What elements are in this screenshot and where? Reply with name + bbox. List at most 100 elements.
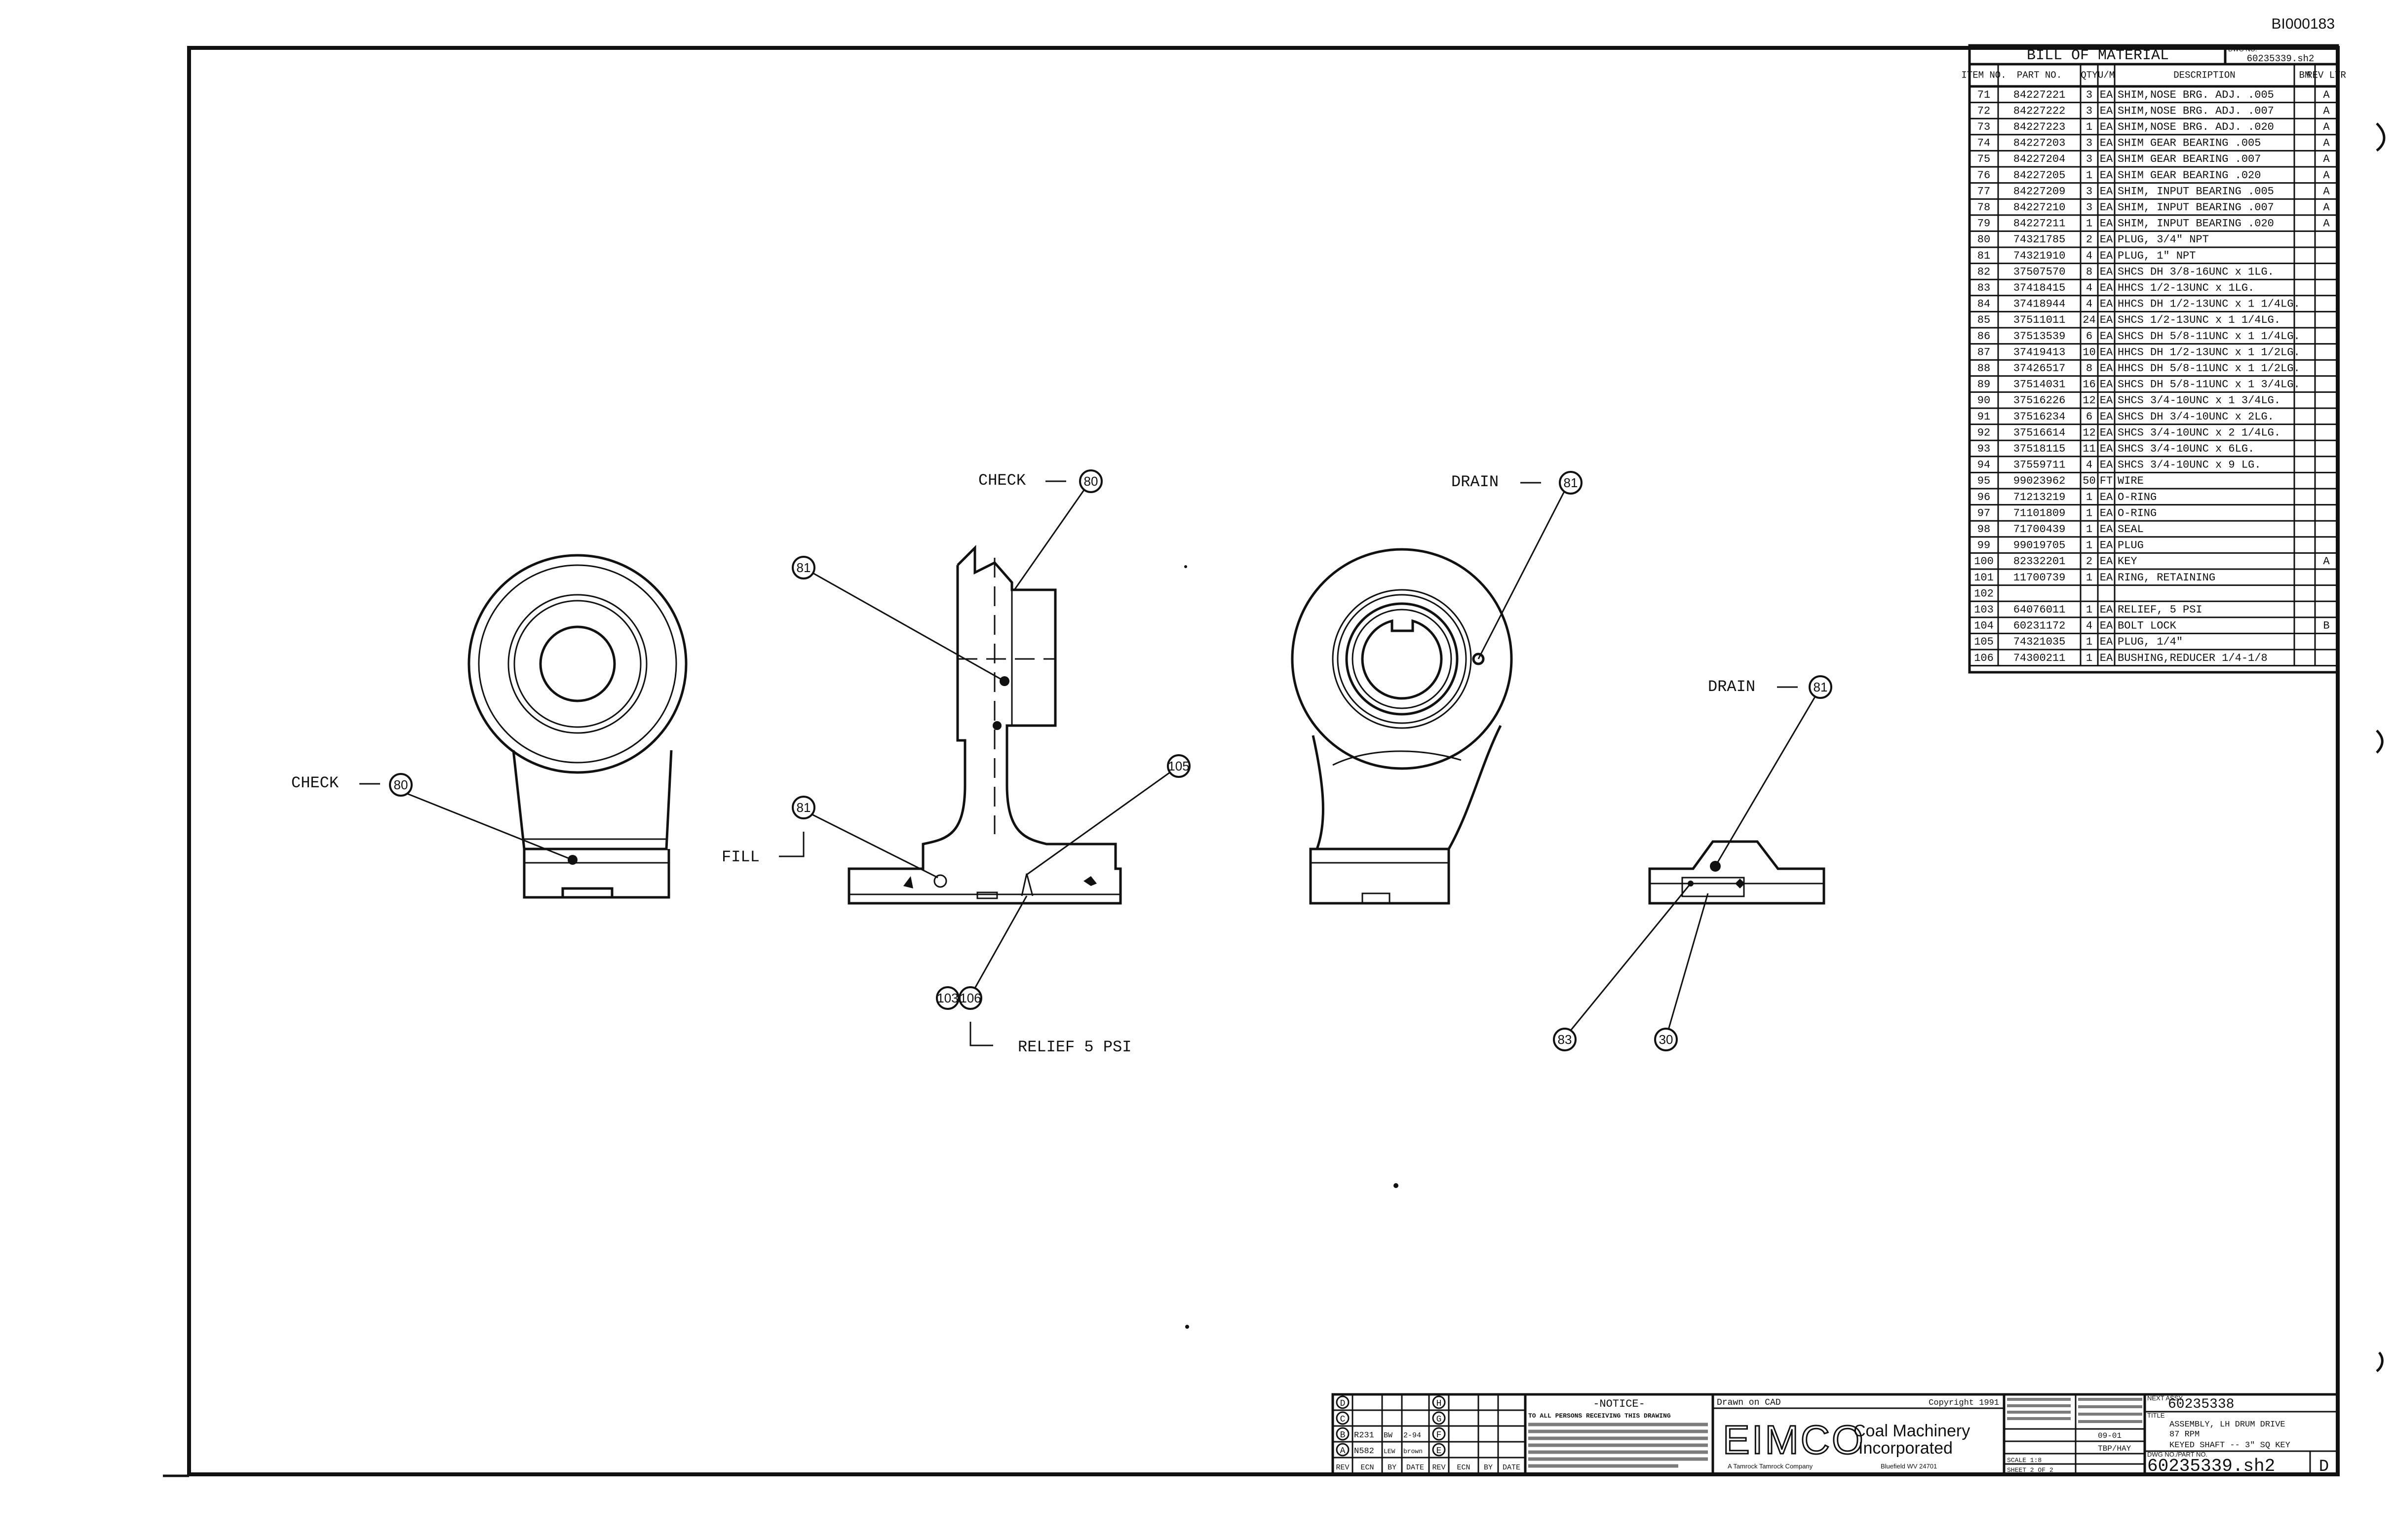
housing-leg-left (1312, 735, 1324, 849)
bom-cell-um: EA (2100, 330, 2113, 343)
bom-cell-um: EA (2100, 555, 2113, 568)
bom-cell-desc: O-RING (2118, 507, 2157, 519)
bom-cell-um: EA (2100, 201, 2113, 214)
fill-port (933, 874, 947, 888)
bom-cell-um: EA (2100, 185, 2113, 197)
title-line1: ASSEMBLY, LH DRUM DRIVE (2169, 1420, 2285, 1429)
check-label-left: CHECK (291, 774, 339, 792)
bom-cell-item: 74 (1977, 137, 1990, 150)
bearing-inner-circle (513, 600, 642, 728)
bom-cell-qty: 4 (2086, 282, 2092, 294)
balloon-81-text: 81 (1564, 475, 1578, 490)
bom-cell-qty: 1 (2086, 507, 2092, 519)
bom-cell-item: 93 (1977, 443, 1990, 455)
bom-cell-item: 98 (1977, 523, 1990, 536)
bom-cell-item: 102 (1974, 587, 1994, 600)
web-line (1332, 750, 1462, 766)
leader-line (974, 895, 1028, 989)
bom-cell-part: 37518115 (2013, 443, 2066, 455)
bom-cell-qty: 3 (2086, 201, 2092, 214)
title-line2: 87 RPM (2169, 1430, 2200, 1439)
bom-cell-qty: 4 (2086, 298, 2092, 310)
spline-circle (1345, 602, 1459, 716)
bom-cell-um: EA (2100, 362, 2113, 375)
base-outline (1648, 840, 1825, 905)
balloon-30-text: 30 (1659, 1032, 1673, 1047)
company-block: Drawn on CAD Copyright 1991 EIMCO Coal M… (1713, 1398, 2004, 1470)
bom-cell-part: 71213219 (2013, 491, 2066, 503)
bom-cell-um: EA (2100, 572, 2113, 584)
bom-cell-qty: 4 (2086, 250, 2092, 262)
bom-cell-part: 37516234 (2013, 411, 2066, 423)
balloon-81 (792, 796, 815, 819)
approval-block: SCALE 1:8 SHEET 2 OF 2 09-01 TBP/HAY (2003, 1394, 2145, 1474)
bom-cell-part: 84227209 (2013, 185, 2066, 197)
drain-port (1472, 653, 1485, 665)
bom-cell-item: 73 (1977, 121, 1990, 133)
company-name-line2: Incorporated (1858, 1439, 1953, 1458)
bom-cell-um: EA (2100, 298, 2113, 310)
bom-cell-item: 105 (1974, 636, 1994, 648)
bom-cell-part: 37516226 (2013, 394, 2066, 407)
bom-cell-qty: 10 (2083, 346, 2095, 358)
base-pad (1681, 877, 1745, 897)
bom-cell-um: EA (2100, 604, 2113, 616)
bom-cell-um: EA (2100, 620, 2113, 632)
company-address: Bluefield WV 24701 (1881, 1463, 1937, 1470)
housing-outer-circle (467, 554, 688, 774)
rev-a-ecn: N582 (1354, 1447, 1374, 1456)
bill-of-material-table: BILL OF MATERIAL DWG NO. 60235339.sh2 IT… (1961, 44, 2346, 674)
bom-cell-part: 84227221 (2013, 89, 2066, 101)
balloon-30 (1654, 1028, 1678, 1051)
bom-cell-item: 103 (1974, 604, 1994, 616)
bom-cell-um: EA (2100, 218, 2113, 230)
title-block: D C B A H G F E R231 BW 2-94 N582 LEW br… (1331, 1393, 2339, 1476)
bom-cell-item: 96 (1977, 491, 1990, 503)
next-assy-label: NEXT ASSY. (2147, 1394, 2184, 1402)
rev-letter: G (1436, 1415, 1442, 1424)
bom-cell-part: 84227203 (2013, 137, 2066, 150)
bom-cell-desc: SHIM GEAR BEARING .005 (2118, 137, 2261, 150)
housing-base (1309, 847, 1450, 905)
bom-cell-item: 71 (1977, 89, 1990, 101)
bom-cell-desc: SHCS DH 5/8-11UNC x 1 1/4LG. (2118, 330, 2300, 343)
housing-leg-right (1447, 725, 1502, 850)
end-view-right: DRAIN 81 (1291, 471, 1583, 905)
bom-cell-item: 106 (1974, 652, 1994, 664)
bom-cell-part: 84227223 (2013, 121, 2066, 133)
bom-cell-part: 71700439 (2013, 523, 2066, 536)
leader-line (1477, 488, 1567, 659)
bom-cell-um: EA (2100, 105, 2113, 117)
drain-label-right: DRAIN (1708, 678, 1755, 696)
bom-cell-um: EA (2100, 266, 2113, 278)
bom-cell-desc: BUSHING,REDUCER 1/4-1/8 (2118, 652, 2268, 664)
bom-cell-part: 74300211 (2013, 652, 2066, 664)
bom-header-um: U/M (2098, 70, 2115, 81)
leader-line (1026, 771, 1170, 876)
bom-cell-um: FT (2100, 475, 2113, 487)
balloon-81 (1809, 675, 1832, 699)
bom-cell-desc: SHCS 3/4-10UNC x 1 3/4LG. (2118, 394, 2280, 407)
bom-cell-um: EA (2100, 137, 2113, 150)
bom-cell-item: 81 (1977, 250, 1990, 262)
end-view-left: CHECK 80 (291, 554, 688, 899)
bom-cell-qty: 8 (2086, 362, 2092, 375)
bom-cell-item: 89 (1977, 379, 1990, 391)
side-view: CHECK 80 81 81 FILL 105 103 106 RELIEF 5… (722, 469, 1191, 1056)
revision-table: D C B A H G F E R231 BW 2-94 N582 LEW br… (1332, 1393, 1526, 1475)
bom-cell-rev: A (2323, 218, 2330, 230)
rev-col-header: ECN (1360, 1463, 1374, 1472)
